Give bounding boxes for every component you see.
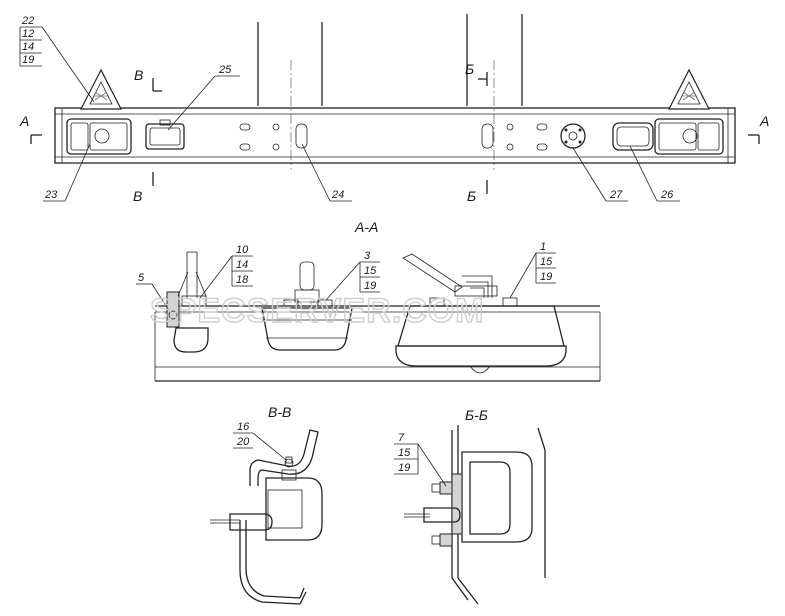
callout-23: 23 <box>43 143 91 202</box>
section-aa: А-А <box>136 219 601 382</box>
frame-member-right <box>466 14 523 170</box>
svg-text:14: 14 <box>236 259 248 271</box>
svg-text:15: 15 <box>364 265 377 277</box>
svg-text:25: 25 <box>218 64 232 76</box>
frame-member-left <box>257 22 323 170</box>
svg-text:26: 26 <box>660 189 674 201</box>
callout-22: 22 12 14 19 <box>19 15 95 103</box>
watermark: SPECSERVER.COM <box>150 292 485 330</box>
svg-text:Б: Б <box>465 61 474 77</box>
svg-text:А: А <box>19 113 29 129</box>
warning-triangle-left <box>80 68 122 110</box>
svg-text:27: 27 <box>609 189 623 201</box>
callout-27: 27 <box>572 147 628 202</box>
svg-text:7: 7 <box>398 432 405 444</box>
plate-light <box>145 119 185 150</box>
svg-text:3: 3 <box>364 250 371 262</box>
svg-text:А-А: А-А <box>354 219 378 235</box>
callout-3-15-19: 3 15 19 <box>325 250 380 301</box>
svg-text:12: 12 <box>22 28 34 40</box>
svg-text:19: 19 <box>540 271 552 283</box>
svg-text:19: 19 <box>364 280 376 292</box>
callout-16-20: 16 20 <box>233 421 287 461</box>
svg-text:23: 23 <box>44 189 58 201</box>
svg-text:Б: Б <box>467 188 476 204</box>
cut-marker-v: В В <box>133 67 162 204</box>
mounting-bolts <box>431 481 453 547</box>
marker-lamp-section <box>166 251 209 353</box>
section-bb: Б-Б 7 15 19 <box>394 407 546 605</box>
svg-text:В: В <box>134 67 143 83</box>
warning-triangle-right <box>668 68 710 110</box>
plate-lamp-section <box>261 261 353 351</box>
top-view: А А В В Б Б 22 12 14 19 <box>19 14 769 204</box>
cut-marker-a-right: А <box>748 113 769 144</box>
svg-text:А: А <box>759 113 769 129</box>
callout-25: 25 <box>167 64 240 131</box>
svg-text:16: 16 <box>237 421 250 433</box>
callout-26: 26 <box>629 145 680 202</box>
svg-text:В-В: В-В <box>268 404 291 420</box>
svg-text:15: 15 <box>398 447 411 459</box>
reflector <box>612 122 654 151</box>
svg-text:19: 19 <box>22 54 34 66</box>
callout-10-14-18: 10 14 18 <box>199 244 253 299</box>
mounting-holes <box>239 123 548 151</box>
rear-lamp-left <box>66 118 132 155</box>
trailer-socket <box>560 123 586 149</box>
rear-lamp-right <box>654 118 724 155</box>
cut-marker-b: Б Б <box>465 61 488 204</box>
callout-24: 24 <box>301 143 352 202</box>
svg-text:20: 20 <box>236 436 250 448</box>
svg-text:В: В <box>133 188 142 204</box>
svg-text:1: 1 <box>540 241 546 253</box>
svg-text:Б-Б: Б-Б <box>465 407 488 423</box>
section-vv: В-В 16 20 <box>210 404 323 605</box>
svg-text:15: 15 <box>540 256 553 268</box>
rear-crossbar <box>54 107 736 164</box>
svg-text:5: 5 <box>138 272 145 284</box>
callout-1-15-19: 1 15 19 <box>509 241 556 299</box>
callout-5: 5 <box>136 272 171 313</box>
cut-marker-a-left: А <box>19 113 42 144</box>
svg-text:24: 24 <box>331 189 344 201</box>
combination-lamp-section <box>395 253 567 374</box>
svg-text:14: 14 <box>22 41 34 53</box>
svg-text:19: 19 <box>398 462 410 474</box>
svg-text:22: 22 <box>21 15 34 27</box>
callout-7-15-19: 7 15 19 <box>394 432 447 487</box>
svg-text:10: 10 <box>236 244 249 256</box>
svg-text:18: 18 <box>236 274 249 286</box>
